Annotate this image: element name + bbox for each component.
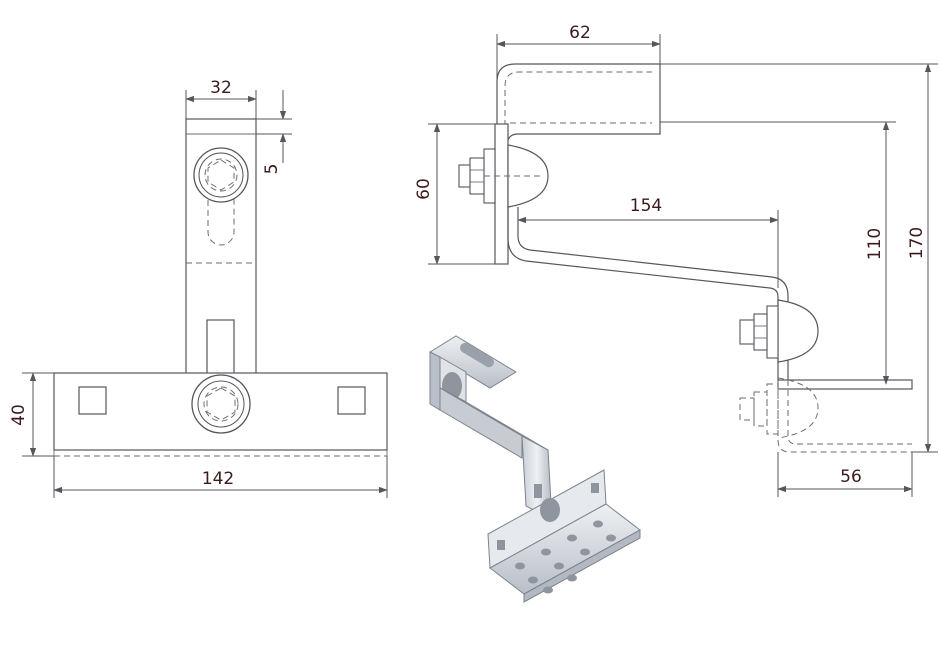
bolt-bottom-icon [191, 374, 251, 434]
arm-upper [517, 207, 789, 380]
slot-outline [207, 180, 235, 246]
square-hole-right [337, 386, 366, 415]
square-hole-left [78, 386, 107, 415]
dim-arm-length: 154 [630, 196, 662, 216]
bracket-3d-illustration [429, 335, 641, 603]
bolt-side-upper-icon [458, 144, 549, 208]
bolt-top-icon [193, 147, 249, 203]
dim-base-height: 40 [9, 404, 29, 426]
dim-top-width: 32 [210, 78, 232, 98]
arm-lower [507, 207, 779, 380]
bolt-side-lower-icon [739, 299, 819, 363]
dim-side-height: 60 [414, 178, 434, 200]
foot-plate [777, 379, 913, 390]
dim-lower-height: 110 [865, 228, 885, 260]
dim-top-depth: 62 [569, 23, 591, 43]
side-view: 62 60 154 110 170 56 [414, 23, 938, 497]
side-vertical-plate [494, 123, 509, 265]
dim-plate-thickness: 5 [262, 164, 282, 175]
dim-base-length: 142 [202, 469, 234, 489]
top-hook [496, 63, 661, 147]
dim-total-height: 170 [907, 227, 927, 259]
front-view: 32 5 40 142 [9, 78, 388, 498]
dim-foot-depth: 56 [840, 467, 862, 487]
base-holes [515, 520, 616, 594]
bolt-side-ghost-icon [739, 377, 819, 439]
